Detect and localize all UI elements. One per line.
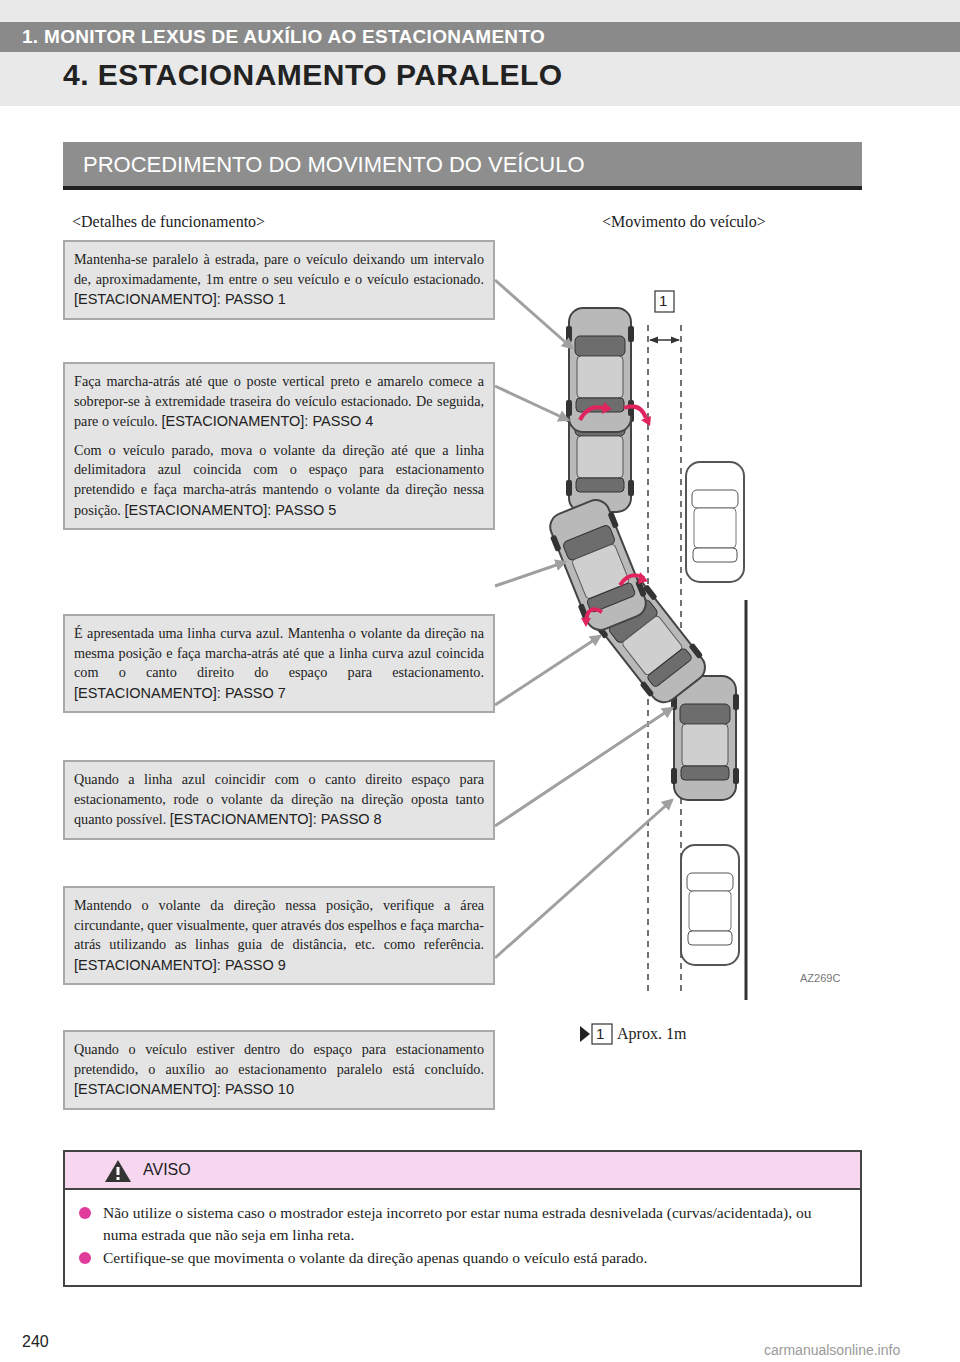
step-reference: [ESTACIONAMENTO]: PASSO 8 xyxy=(170,811,382,827)
warning-item: Certifique-se que movimenta o volante da… xyxy=(65,1247,860,1269)
warning-text: Não utilize o sistema caso o mostrador e… xyxy=(103,1204,811,1243)
warning-icon xyxy=(103,1158,133,1184)
body-text: Quando o veículo estiver dentro do espaç… xyxy=(74,1041,484,1077)
watermark: carmanualsonline.info xyxy=(764,1340,900,1360)
step-box: Quando a linha azul coincidir com o cant… xyxy=(63,760,495,840)
callout-number: 1 xyxy=(659,291,667,311)
step-reference: [ESTACIONAMENTO]: PASSO 10 xyxy=(74,1081,294,1097)
callout-number: 1 xyxy=(596,1024,604,1044)
band-text: 1. MONITOR LEXUS DE AUXÍLIO AO ESTACIONA… xyxy=(22,26,545,47)
body-text: É apresentada uma linha curva azul. Mant… xyxy=(74,625,484,680)
dimension-note: Aprox. 1m xyxy=(617,1024,686,1044)
warning-item: Não utilize o sistema caso o mostrador e… xyxy=(65,1202,860,1247)
warning-box: AVISO Não utilize o sistema caso o mostra… xyxy=(63,1150,862,1287)
column-heading: <Detalhes de funcionamento> xyxy=(72,212,265,232)
figure-code: AZ269C xyxy=(800,968,840,988)
step-reference: [ESTACIONAMENTO]: PASSO 1 xyxy=(74,291,286,307)
page-title: 4. ESTACIONAMENTO PARALELO xyxy=(63,58,563,92)
space xyxy=(121,502,125,518)
bullet xyxy=(79,1207,91,1219)
band-text: PROCEDIMENTO DO MOVIMENTO DO VEÍCULO xyxy=(83,152,585,177)
header-band: 1. MONITOR LEXUS DE AUXÍLIO AO ESTACIONA… xyxy=(0,22,960,52)
warning-heading: AVISO xyxy=(65,1152,860,1190)
body-text: Mantendo o volante da direção nessa posi… xyxy=(74,897,484,952)
step-box: Mantendo o volante da direção nessa posi… xyxy=(63,886,495,985)
warning-title: AVISO xyxy=(143,1161,191,1178)
step-reference: [ESTACIONAMENTO]: PASSO 5 xyxy=(124,502,336,518)
step-box: Quando o veículo estiver dentro do espaç… xyxy=(63,1030,495,1110)
page-number: 240 xyxy=(22,1332,49,1352)
space xyxy=(158,413,162,429)
step-box: Mantenha-se paralelo à estrada, pare o v… xyxy=(63,240,495,320)
step-reference: [ESTACIONAMENTO]: PASSO 9 xyxy=(74,957,286,973)
body-text: Mantenha-se paralelo à estrada, pare o v… xyxy=(74,251,484,287)
bullet xyxy=(79,1252,91,1264)
step-box: É apresentada uma linha curva azul. Mant… xyxy=(63,614,495,713)
warning-text: Certifique-se que movimenta o volante da… xyxy=(103,1249,647,1266)
space xyxy=(166,811,170,827)
step-reference: [ESTACIONAMENTO]: PASSO 7 xyxy=(74,685,286,701)
step-reference: [ESTACIONAMENTO]: PASSO 4 xyxy=(161,413,373,429)
step-box: Faça marcha-atrás até que o poste vertic… xyxy=(63,362,495,530)
paragraph-gap xyxy=(74,432,484,441)
column-heading: <Movimento do veículo> xyxy=(602,212,766,232)
section-band: PROCEDIMENTO DO MOVIMENTO DO VEÍCULO xyxy=(63,142,862,190)
